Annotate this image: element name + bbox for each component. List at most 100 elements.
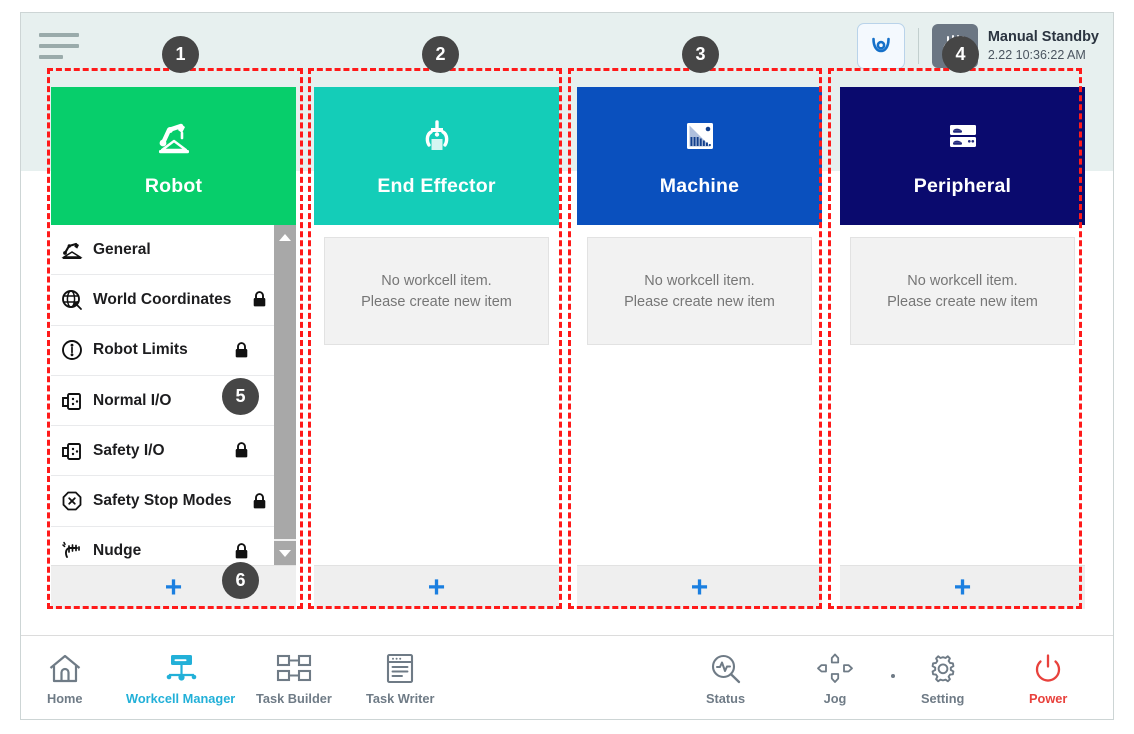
hamburger-line xyxy=(39,33,79,37)
annotation-badge-2: 2 xyxy=(422,36,459,73)
machine-panel-icon xyxy=(679,115,721,161)
robot-settings-list-body: General World Coordinates xyxy=(51,225,296,565)
gear-icon xyxy=(926,650,960,684)
list-item-label: Nudge xyxy=(93,542,142,560)
globe-axis-icon xyxy=(55,288,89,312)
nav-item-power[interactable]: Power xyxy=(1029,650,1067,706)
list-item-safety-stop-modes[interactable]: Safety Stop Modes xyxy=(51,476,274,527)
nav-item-setting[interactable]: Setting xyxy=(921,650,964,706)
empty-line-1: No workcell item. xyxy=(381,272,492,289)
nav-item-task-writer[interactable]: Task Writer xyxy=(366,650,435,706)
column-header-machine[interactable]: Machine xyxy=(577,87,822,225)
workcell-column-robot: Robot General World Coo xyxy=(51,87,296,609)
workcell-manager-icon xyxy=(159,650,203,684)
list-item-label: Safety Stop Modes xyxy=(93,492,232,510)
empty-state-end-effector: No workcell item. Please create new item xyxy=(324,237,549,345)
column-title-robot: Robot xyxy=(144,174,203,197)
scrollbar-thumb[interactable] xyxy=(274,249,296,539)
nav-item-home[interactable]: Home xyxy=(47,650,83,706)
nav-item-workcell-manager[interactable]: Workcell Manager xyxy=(126,650,235,706)
lock-icon xyxy=(232,543,250,560)
annotation-badge-6: 6 xyxy=(222,562,259,599)
empty-line-1: No workcell item. xyxy=(644,272,755,289)
workcell-column-machine: Machine No workcell item. Please create … xyxy=(577,87,822,609)
workcell-columns: Robot General World Coo xyxy=(51,87,1085,609)
hamburger-line xyxy=(39,44,79,48)
nav-label: Setting xyxy=(921,691,965,706)
status-datetime: 2.22 10:36:22 AM xyxy=(987,48,1086,63)
annotation-badge-3: 3 xyxy=(682,36,719,73)
robot-list-scrollbar[interactable] xyxy=(274,225,296,565)
robot-arm-icon xyxy=(55,239,89,261)
nav-separator-dot xyxy=(891,674,895,678)
home-icon xyxy=(48,650,82,684)
column-header-peripheral[interactable]: Peripheral xyxy=(840,87,1085,225)
hamburger-menu-icon[interactable] xyxy=(39,26,85,66)
list-item-label: Robot Limits xyxy=(93,341,188,359)
status-title: Manual Standby xyxy=(987,29,1099,46)
robot-home-glyph xyxy=(872,37,890,53)
list-item-label: Normal I/O xyxy=(93,391,172,409)
workcell-column-end-effector: End Effector No workcell item. Please cr… xyxy=(314,87,559,609)
nav-label: Task Builder xyxy=(256,691,332,706)
column-title-machine: Machine xyxy=(659,174,740,197)
empty-line-2: Please create new item xyxy=(624,293,775,310)
nav-item-status[interactable]: Status xyxy=(706,650,745,706)
scroll-down-button[interactable] xyxy=(274,541,296,565)
list-item-label: General xyxy=(93,240,151,258)
list-item-nudge[interactable]: Nudge xyxy=(51,527,274,565)
column-title-peripheral: Peripheral xyxy=(913,174,1012,197)
add-robot-item-button[interactable]: + xyxy=(51,565,296,609)
io-port-icon xyxy=(55,439,89,463)
nav-item-task-builder[interactable]: Task Builder xyxy=(256,650,332,706)
list-item-general[interactable]: General xyxy=(51,225,274,276)
annotation-badge-5: 5 xyxy=(222,378,259,415)
header-divider xyxy=(917,28,919,64)
peripheral-device-icon xyxy=(942,115,984,161)
workcell-column-peripheral: Peripheral No workcell item. Please crea… xyxy=(840,87,1085,609)
task-builder-icon xyxy=(274,650,314,684)
lock-icon xyxy=(250,291,268,308)
annotation-badge-1: 1 xyxy=(162,36,199,73)
status-pulse-icon xyxy=(709,650,743,684)
list-item-safety-io[interactable]: Safety I/O xyxy=(51,426,274,477)
annotation-badge-4: 4 xyxy=(942,36,979,73)
column-header-robot[interactable]: Robot xyxy=(51,87,296,225)
io-port-icon xyxy=(55,389,89,413)
add-peripheral-item-button[interactable]: + xyxy=(840,565,1085,609)
robot-home-icon[interactable] xyxy=(856,23,905,69)
list-item-robot-limits[interactable]: Robot Limits xyxy=(51,326,274,376)
empty-line-2: Please create new item xyxy=(361,293,512,310)
lock-icon xyxy=(232,442,250,459)
peripheral-device-glyph xyxy=(949,124,976,147)
add-machine-item-button[interactable]: + xyxy=(577,565,822,609)
gripper-icon xyxy=(416,115,458,161)
hand-nudge-icon xyxy=(55,539,89,563)
nav-label: Home xyxy=(47,691,83,706)
robot-arm-glyph xyxy=(158,123,189,153)
list-item-normal-io[interactable]: Normal I/O xyxy=(51,376,274,427)
nav-label: Task Writer xyxy=(366,691,435,706)
nav-label: Power xyxy=(1029,691,1068,706)
hamburger-line xyxy=(39,55,63,59)
add-end-effector-item-button[interactable]: + xyxy=(314,565,559,609)
column-header-end-effector[interactable]: End Effector xyxy=(314,87,559,225)
lock-icon xyxy=(250,492,268,510)
nav-label: Jog xyxy=(823,691,847,706)
list-item-label: World Coordinates xyxy=(93,290,232,308)
header-status-group: Manual Standby 2.22 10:36:22 AM xyxy=(856,22,1099,70)
list-item-world-coordinates[interactable]: World Coordinates xyxy=(51,275,274,326)
scroll-up-button[interactable] xyxy=(274,225,296,249)
jog-dpad-icon xyxy=(816,650,854,684)
robot-settings-list: General World Coordinates xyxy=(51,225,274,565)
end-effector-body: No workcell item. Please create new item xyxy=(314,225,559,565)
machine-body: No workcell item. Please create new item xyxy=(577,225,822,565)
nav-label: Status xyxy=(706,691,746,706)
empty-state-machine: No workcell item. Please create new item xyxy=(587,237,812,345)
power-icon xyxy=(1032,650,1064,684)
application-window: Manual Standby 2.22 10:36:22 AM xyxy=(20,12,1114,720)
peripheral-body: No workcell item. Please create new item xyxy=(840,225,1085,565)
chevron-up-icon xyxy=(279,233,291,241)
stop-octagon-icon xyxy=(55,489,89,513)
nav-item-jog[interactable]: Jog xyxy=(816,650,854,706)
